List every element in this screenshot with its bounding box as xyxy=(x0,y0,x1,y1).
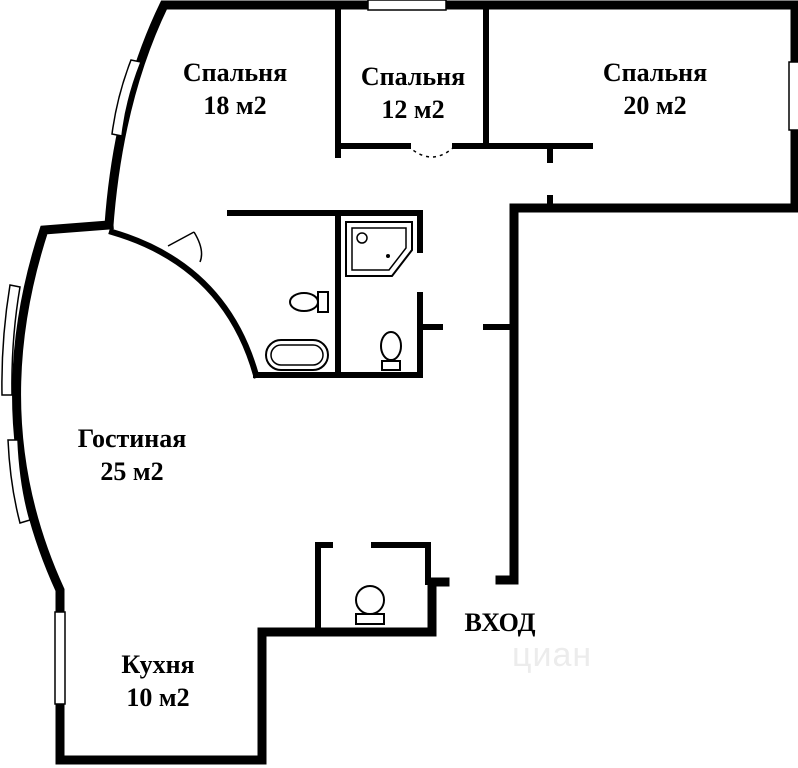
window-bedroom-left xyxy=(111,59,143,137)
room-name: Кухня xyxy=(121,650,195,679)
room-area: 20 м2 xyxy=(623,91,687,120)
window-kitchen xyxy=(54,611,66,705)
toilet-bowl-bath2 xyxy=(380,331,402,361)
bathtub xyxy=(265,339,329,371)
room-area: 10 м2 xyxy=(126,683,190,712)
shower-drain-icon xyxy=(386,254,390,258)
shower-head-icon xyxy=(356,232,368,244)
toilet-bowl-wc xyxy=(355,585,385,615)
room-bedroom-left: Спальня 18 м2 xyxy=(160,56,310,122)
interior-walls xyxy=(108,5,593,635)
wall-living-curve xyxy=(108,228,260,379)
room-name: Спальня xyxy=(602,58,708,87)
door-bedroom-arc xyxy=(407,145,456,158)
bathtub-inner xyxy=(270,344,324,366)
toilet-tank-wc xyxy=(355,613,385,625)
room-name: Спальня xyxy=(182,58,288,87)
outer-wall-left xyxy=(12,220,450,765)
shower-cabin xyxy=(345,221,413,277)
entrance-label: ВХОД xyxy=(464,608,536,637)
window-right xyxy=(788,61,798,131)
window-living-1 xyxy=(1,284,21,396)
doors xyxy=(167,145,456,263)
room-bedroom-right: Спальня 20 м2 xyxy=(580,56,730,122)
room-kitchen: Кухня 10 м2 xyxy=(88,648,228,714)
door-living-leaf xyxy=(167,231,195,247)
toilet-tank-bath xyxy=(317,291,329,313)
room-bedroom-middle: Спальня 12 м2 xyxy=(338,60,488,126)
toilet-bowl-bath xyxy=(289,292,319,312)
door-living-arc xyxy=(193,231,203,263)
window-living-2 xyxy=(7,439,31,524)
fixtures xyxy=(265,221,413,625)
watermark: циан xyxy=(512,636,593,674)
room-area: 25 м2 xyxy=(100,457,164,486)
room-name: Гостиная xyxy=(77,424,187,453)
windows xyxy=(1,0,798,705)
window-top xyxy=(367,0,447,11)
room-area: 18 м2 xyxy=(203,91,267,120)
room-living: Гостиная 25 м2 xyxy=(52,422,212,488)
room-area: 12 м2 xyxy=(381,95,445,124)
room-name: Спальня xyxy=(360,62,466,91)
toilet-tank-bath2 xyxy=(381,360,401,371)
shower-tray xyxy=(351,227,407,271)
